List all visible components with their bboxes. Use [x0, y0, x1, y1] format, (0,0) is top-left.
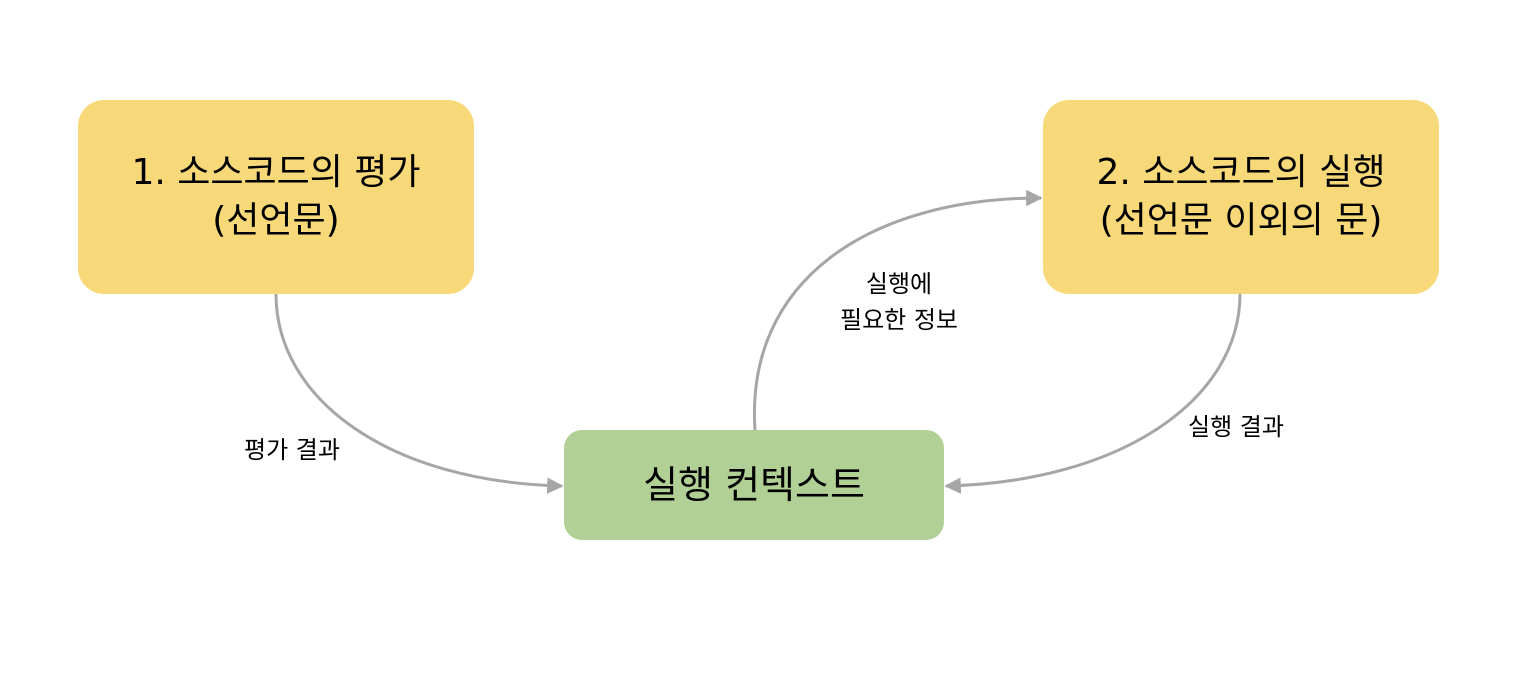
arrow-evaluation-to-context — [274, 293, 564, 494]
execution-step-title: 2. 소스코드의 실행 — [1096, 152, 1386, 193]
execution-info-label: 실행에 필요한 정보 — [822, 266, 976, 338]
execution-info-label-line1: 실행에 — [865, 270, 933, 298]
execution-result-label: 실행 결과 — [1188, 413, 1284, 441]
evaluation-result-label: 평가 결과 — [244, 436, 340, 464]
execution-context-box: 실행 컨텍스트 — [564, 430, 944, 540]
arrow-context-to-execution — [752, 189, 1043, 431]
execution-step-box: 2. 소스코드의 실행 (선언문 이외의 문) — [1043, 100, 1439, 294]
evaluation-step-box: 1. 소스코드의 평가 (선언문) — [78, 100, 474, 294]
evaluation-step-title: 1. 소스코드의 평가 — [131, 152, 421, 193]
execution-info-label-line2: 필요한 정보 — [839, 306, 959, 334]
execution-context-label: 실행 컨텍스트 — [643, 463, 865, 507]
execution-step-subtitle: (선언문 이외의 문) — [1099, 200, 1383, 241]
evaluation-step-subtitle: (선언문) — [212, 200, 340, 241]
arrow-execution-to-context — [944, 293, 1242, 494]
